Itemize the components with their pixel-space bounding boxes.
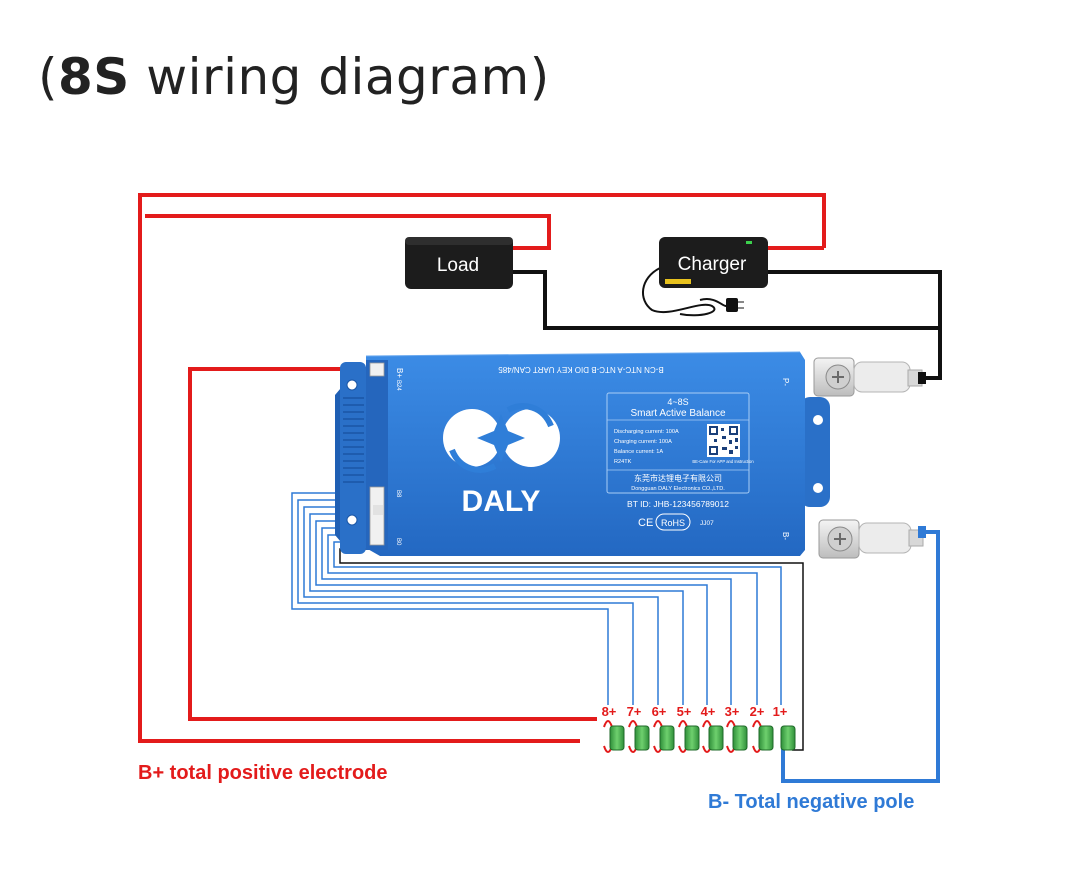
spec-title: 4~8S (667, 397, 688, 407)
battery-cell (708, 725, 724, 751)
company-cn: 东莞市达锂电子有限公司 (634, 473, 722, 483)
spec-subtitle: Smart Active Balance (630, 408, 725, 419)
cell-label: 5+ (677, 704, 692, 719)
rohs-mark: RoHS (661, 518, 685, 528)
charger-device: Charger (642, 237, 768, 317)
batch-code: JJ07 (700, 520, 714, 527)
header-ports-label: B-CN NTC-A NTC-B DIO KEY UART CAN/485 (498, 365, 664, 374)
battery-pack (603, 720, 796, 753)
ce-mark: CE (638, 517, 653, 529)
charger-label: Charger (678, 254, 747, 275)
black-wires (511, 270, 942, 380)
battery-cell (758, 725, 774, 751)
battery-cell (634, 725, 650, 751)
b-minus-terminal (818, 519, 926, 559)
p-minus-terminal (813, 357, 926, 397)
p-minus-label: P- (781, 378, 790, 386)
spec-line: R24TK (614, 459, 632, 465)
company-en: Dongguan DALY Electronics CO.,LTD. (631, 486, 725, 492)
bms-board: B+ B24 B8 B0 B-CN NTC-A NTC-B DIO KEY UA… (335, 351, 830, 556)
cell-label: 8+ (602, 704, 617, 719)
b-minus-port-label: B- (781, 532, 790, 540)
battery-cell (659, 725, 675, 751)
cell-label: 3+ (725, 704, 740, 719)
bt-id: BT ID: JHB-123456789012 (627, 499, 729, 509)
cell-label: 2+ (750, 704, 765, 719)
b-plus-port-label: B+ (395, 368, 404, 378)
red-wires (138, 193, 826, 743)
page-title: (8S wiring diagram) (38, 48, 550, 106)
spec-line: Charging current: 100A (614, 439, 672, 445)
b-minus-total-label: B- Total negative pole (708, 791, 915, 813)
spec-line: Discharging current: 100A (614, 429, 679, 435)
cell-label: 6+ (652, 704, 667, 719)
load-device: Load (405, 237, 513, 289)
spec-line: Balance current: 1A (614, 449, 663, 455)
daly-logo-icon (443, 403, 560, 473)
battery-cell (684, 725, 700, 751)
b-plus-code-label: B24 (395, 380, 401, 391)
qr-code-icon (707, 424, 740, 457)
brand-label: DALY (462, 485, 541, 518)
b-minus-wire (781, 530, 940, 783)
b0-port-label: B0 (395, 538, 401, 546)
qr-caption: BE-Care For APP and Instruction (692, 459, 754, 464)
b8-port-label: B8 (395, 490, 401, 498)
cell-label: 1+ (773, 704, 788, 719)
cell-label: 4+ (701, 704, 716, 719)
b-plus-total-label: B+ total positive electrode (138, 762, 388, 784)
load-label: Load (437, 255, 479, 276)
battery-cell (609, 725, 625, 751)
battery-cell (780, 725, 796, 751)
cell-label: 7+ (627, 704, 642, 719)
battery-cell (732, 725, 748, 751)
